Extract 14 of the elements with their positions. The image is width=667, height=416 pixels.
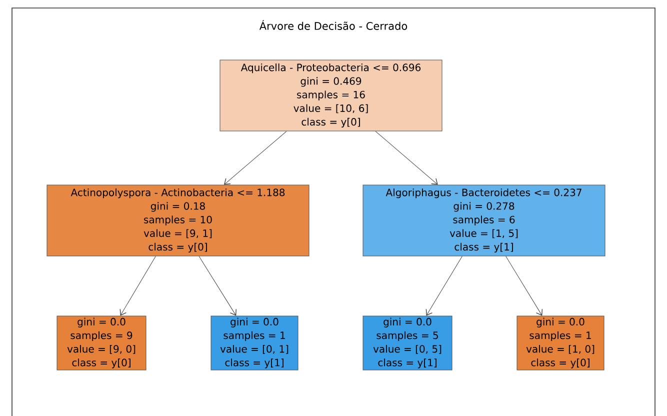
tree-node-box: gini = 0.0 samples = 1 value = [1, 0] class = y[0] [516, 316, 604, 370]
tree-node-box: Aquicella - Proteobacteria <= 0.696 gini = 0.469 samples = 16 value = [10, 6] class = y[0] [220, 60, 442, 132]
arrow [375, 131, 438, 185]
chart-title: Árvore de Decisão - Cerrado [259, 20, 408, 30]
arrow [198, 256, 236, 316]
tree-node-box: gini = 0.0 samples = 5 value = [0, 5] class = y[1] [362, 316, 452, 370]
arrow [120, 256, 156, 316]
arrow [426, 256, 462, 316]
tree-node-box: Actinopolyspora - Actinobacteria <= 1.188 gini = 0.18 samples = 10 value = [9, 1] class = y[0] [46, 184, 310, 256]
tree-node-box: gini = 0.0 samples = 1 value = [0, 1] class = y[1] [210, 316, 298, 370]
tree-node-box: Algoriphagus - Bacteroidetes <= 0.237 gini = 0.278 samples = 6 value = [1, 5] class = y[1] [362, 184, 606, 256]
tree-node-box: gini = 0.0 samples = 9 value = [9, 0] class = y[0] [56, 316, 146, 370]
arrow [506, 256, 543, 316]
arrow [224, 131, 287, 185]
